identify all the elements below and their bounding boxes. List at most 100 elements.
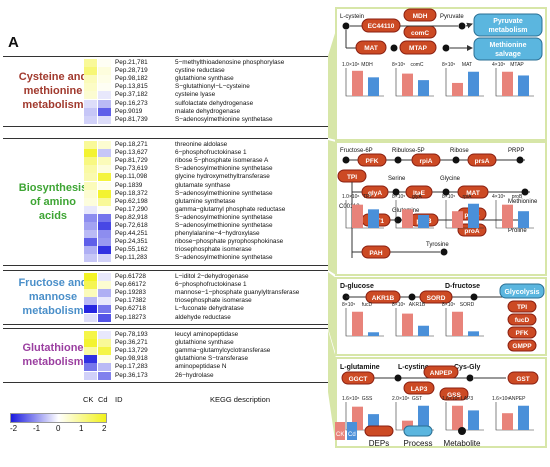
metabolite-dot xyxy=(452,156,460,164)
heatmap-cell-cd xyxy=(98,157,111,166)
chart-title: AKR1B xyxy=(409,302,426,308)
kegg-description: L−fuconate dehydratase xyxy=(175,305,244,313)
bar-ck xyxy=(502,204,513,228)
category-label-line: methionine xyxy=(23,85,83,98)
heatmap-cell-ck xyxy=(84,189,97,198)
chart-ylabel: 8×10⁵ xyxy=(442,194,455,200)
bar-cd xyxy=(368,414,379,430)
heatmap-cell-cd xyxy=(98,297,111,306)
svg-text:ANPEP: ANPEP xyxy=(430,370,453,377)
heatmap-cell-cd xyxy=(98,75,111,84)
pill-gss: GSS xyxy=(439,387,469,401)
band-cysteine xyxy=(328,30,336,140)
bar-ck xyxy=(352,311,363,336)
bar-cd xyxy=(368,332,379,336)
heatmap-cell-cd xyxy=(98,141,111,149)
protein-id: Pep.44,251 xyxy=(115,230,148,238)
bar-ck xyxy=(452,82,463,96)
protein-id: Pep.55,162 xyxy=(115,246,148,254)
chart-title: ANPEP xyxy=(509,396,527,402)
pill-lap3: LAP3 xyxy=(403,381,435,395)
protein-id: Pep.1839 xyxy=(115,181,143,189)
chart-ylabel: 8×10⁵ xyxy=(442,302,455,308)
svg-text:comC: comC xyxy=(411,30,429,37)
chart-title: fucD xyxy=(362,302,373,308)
bar-cd xyxy=(518,405,529,430)
metabolite-dot xyxy=(458,22,466,30)
legend-process: Process xyxy=(404,439,433,448)
node-l-glutamine: L-glutamine xyxy=(340,364,380,371)
category-label-line: of amino xyxy=(30,195,76,208)
col-header-cd: Cd xyxy=(98,395,108,404)
protein-id: Pep.11,283 xyxy=(115,254,148,262)
heatmap-cell-ck xyxy=(84,371,97,380)
protein-id: Pep.11,098 xyxy=(115,173,148,181)
scale-tick: 0 xyxy=(56,424,61,433)
kegg-description: 6−phosphofructokinase 1 xyxy=(175,149,247,157)
heatmap-cell-ck xyxy=(84,331,97,339)
node-ribose: Ribose xyxy=(450,148,469,154)
protein-id: Pep.62,198 xyxy=(115,197,148,205)
heatmap-cell-ck xyxy=(84,83,97,92)
pill-tpi-2: TPI xyxy=(507,300,537,313)
node-prpp: PRPP xyxy=(508,148,524,154)
heatmap-cell-cd xyxy=(98,83,111,92)
protein-id: Pep.21,781 xyxy=(115,59,148,66)
svg-text:GSS: GSS xyxy=(447,392,461,399)
pill-ec44110: EC44110 xyxy=(361,18,401,33)
heatmap-cell-cd xyxy=(98,197,111,206)
svg-text:EC44110: EC44110 xyxy=(368,23,395,30)
kegg-description: aldehyde reductase xyxy=(175,313,231,321)
pill-pfk-2: PFK xyxy=(507,326,537,339)
kegg-description: L−iditol 2−dehydrogenase xyxy=(175,273,249,280)
heatmap-cell-cd xyxy=(98,99,111,108)
bar-ck xyxy=(352,204,363,228)
metabolite-dot xyxy=(521,188,529,196)
kegg-description: malate dehydrogenase xyxy=(175,107,241,115)
metabolite-dot xyxy=(408,293,416,301)
bar-cd xyxy=(468,71,479,96)
category-label-line: Cysteine and xyxy=(18,71,88,84)
scale-tick: -2 xyxy=(10,424,18,433)
metabolite-dot xyxy=(394,374,402,382)
kegg-description: glutathione S−transferase xyxy=(175,355,249,363)
kegg-description: gamma−glutamyl phosphate reductase xyxy=(175,205,286,213)
svg-text:metabolism: metabolism xyxy=(489,27,528,34)
heatmap-cell-cd xyxy=(98,355,111,364)
panel-b-legend: CK Cd DEPs Process Metabolite xyxy=(335,422,481,448)
heatmap-cell-ck xyxy=(84,91,97,100)
heatmap-cell-ck xyxy=(84,181,97,190)
heatmap-cell-ck xyxy=(84,213,97,222)
heatmap-cell-ck xyxy=(84,305,97,314)
heatmap-cell-ck xyxy=(84,197,97,206)
kegg-description: leucyl aminopeptidase xyxy=(175,331,239,338)
kegg-description: sulfolactate dehydrogenase xyxy=(175,99,254,107)
category-label-line: metabolism xyxy=(22,356,84,369)
svg-text:TPI: TPI xyxy=(347,174,357,181)
node-proline: Proline xyxy=(508,228,527,234)
legend-ck-swatch xyxy=(335,422,345,440)
protein-id: Pep.9019 xyxy=(115,107,143,115)
